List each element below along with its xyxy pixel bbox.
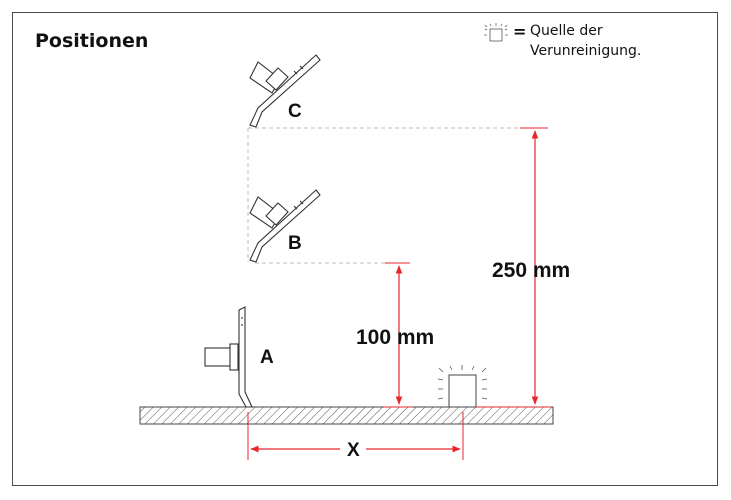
legend-equals-sign: = [513, 22, 527, 41]
contamination-source-icon [484, 23, 508, 42]
dimension-100mm [384, 262, 412, 408]
legend-label-line1: Quelle der [530, 23, 603, 39]
device-position-c [249, 54, 321, 128]
dimension-x-label: X [347, 440, 360, 461]
legend-label: Quelle der Verunreinigung. [530, 21, 680, 61]
floor-surface [139, 406, 554, 425]
dimension-250mm-label: 250 mm [492, 259, 570, 282]
dimension-250mm [462, 127, 552, 408]
dimension-x [247, 412, 464, 460]
guide-lines [247, 127, 520, 264]
position-c-label: C [288, 101, 302, 122]
device-position-a [204, 306, 253, 408]
diagram-title: Positionen [35, 30, 149, 52]
position-b-label: B [288, 233, 302, 254]
position-a-label: A [260, 347, 274, 368]
dimension-100mm-label: 100 mm [356, 326, 434, 349]
legend-label-line2: Verunreinigung. [530, 43, 642, 59]
device-position-b [249, 189, 321, 263]
contamination-source [437, 365, 488, 408]
